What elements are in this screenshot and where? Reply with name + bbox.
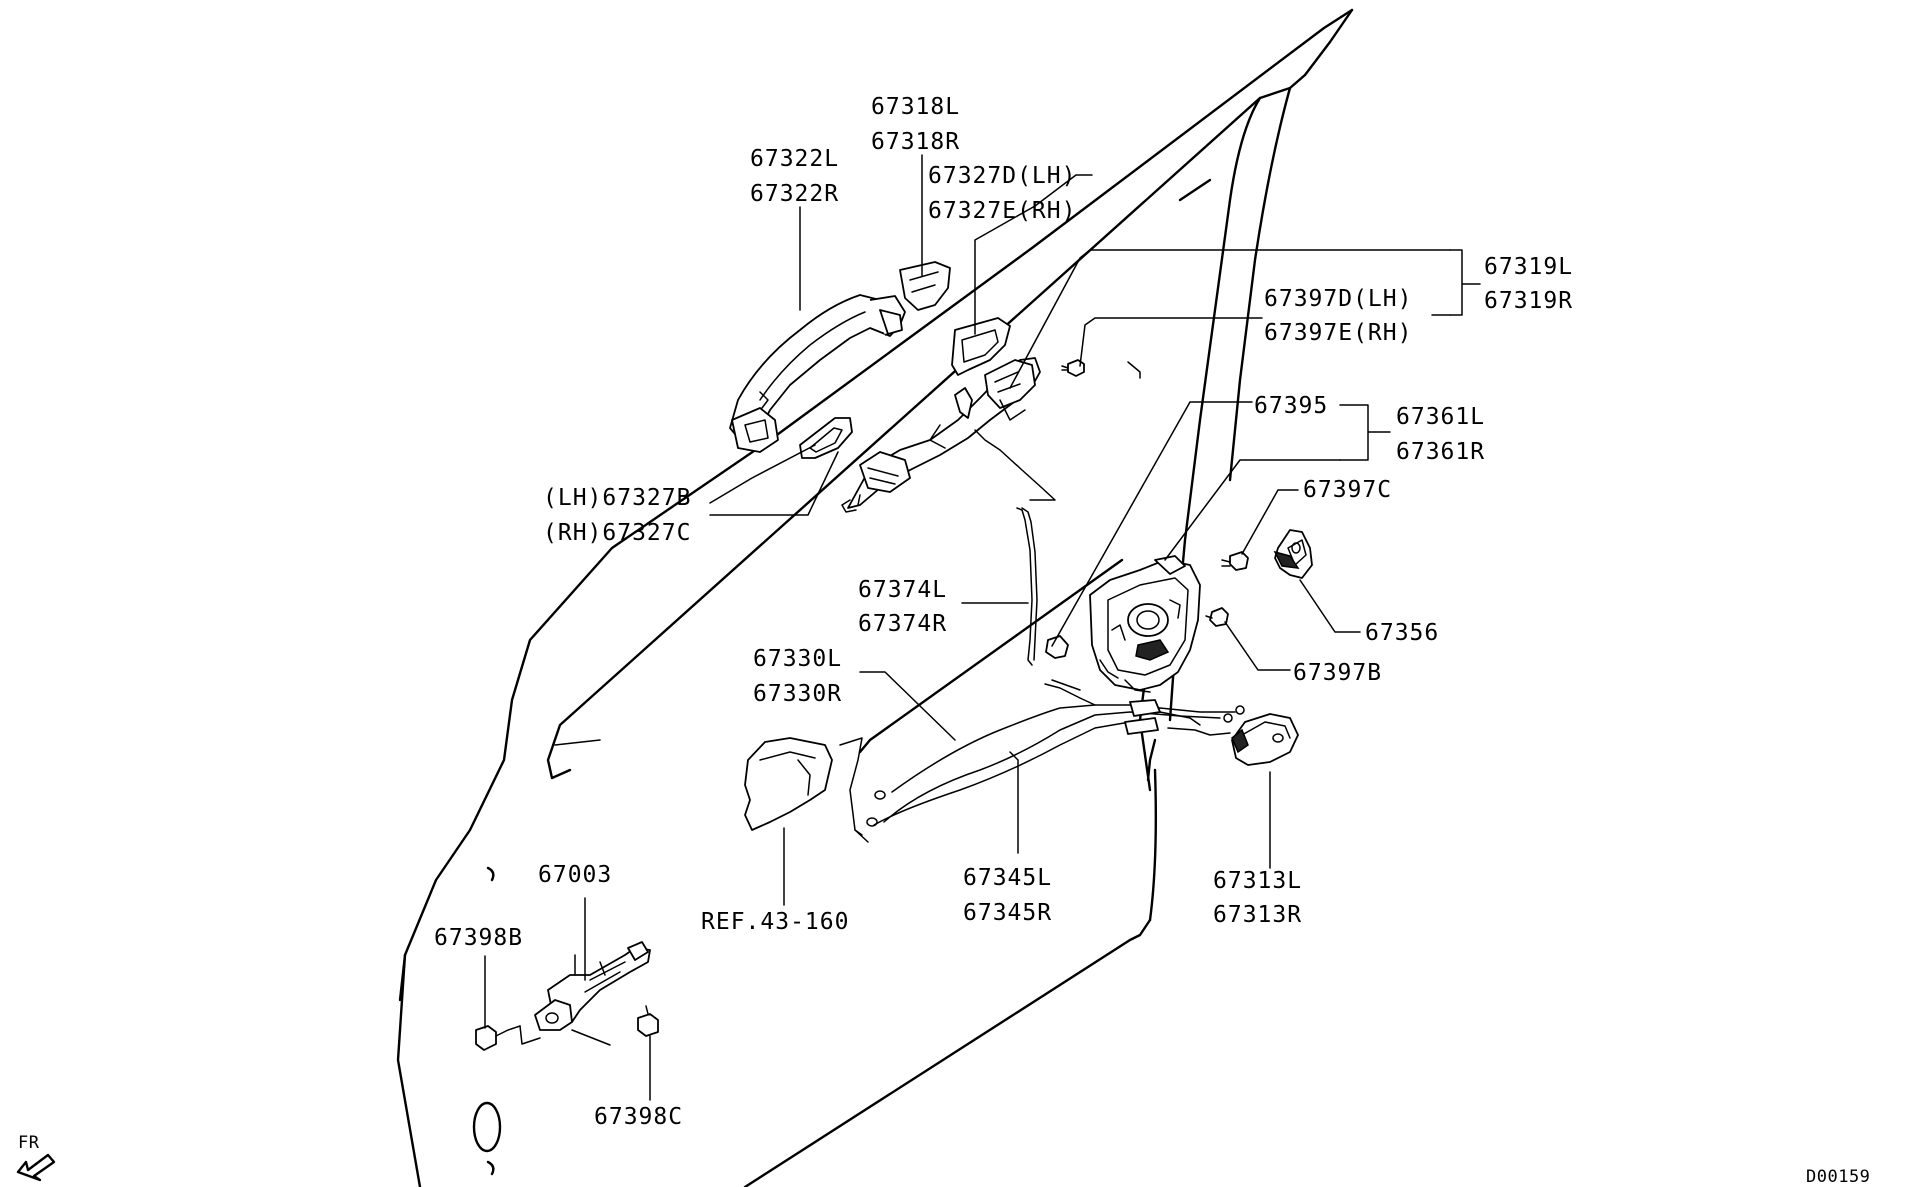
leader-lines: [484, 154, 1481, 1101]
label-67345r: 67345R: [963, 900, 1052, 926]
lock-rod-part: [974, 429, 1069, 666]
label-67319l: 67319L: [1484, 254, 1573, 280]
label-67361r: 67361R: [1396, 439, 1485, 465]
label-67374l: 67374L: [858, 577, 947, 603]
label-67356: 67356: [1365, 620, 1439, 646]
label-67397d: 67397D(LH): [1264, 286, 1412, 312]
door-holes: [472, 866, 502, 1176]
label-67327b: (LH)67327B: [543, 485, 691, 511]
lock-screws-part: [1205, 551, 1249, 627]
label-67397c: 67397C: [1303, 477, 1392, 503]
label-67395: 67395: [1254, 393, 1328, 419]
outer-handle-part: [729, 294, 906, 453]
rear-gasket-part: [951, 317, 1011, 376]
label-67397e: 67397E(RH): [1264, 320, 1412, 346]
inner-handle-part: [744, 737, 869, 843]
front-arrow-icon: [16, 1153, 56, 1182]
label-67322r: 67322R: [750, 181, 839, 207]
label-67374r: 67374R: [858, 611, 947, 637]
lock-knob-part: [1231, 713, 1299, 766]
label-67327c: (RH)67327C: [543, 520, 691, 546]
label-67398c: 67398C: [594, 1104, 683, 1130]
handle-cap-part: [899, 261, 951, 311]
label-67330l: 67330L: [753, 646, 842, 672]
handle-frame-part: [841, 357, 1041, 513]
door-panel-outline: [396, 8, 1354, 1187]
diagram-code: D00159: [1806, 1167, 1870, 1187]
lock-cover-part: [1273, 529, 1313, 579]
part-labels: 67318L 67318R 67322L 67322R 67327D(LH) 6…: [18, 94, 1870, 1187]
check-bolts-part: [475, 1005, 659, 1051]
label-fr: FR: [18, 1133, 40, 1153]
label-67322l: 67322L: [750, 146, 839, 172]
door-check-part: [534, 941, 651, 1031]
label-67313l: 67313L: [1213, 868, 1302, 894]
label-67330r: 67330R: [753, 681, 842, 707]
door-cables-part: [866, 679, 1245, 827]
label-67319r: 67319R: [1484, 288, 1573, 314]
label-67318l: 67318L: [871, 94, 960, 120]
label-67345l: 67345L: [963, 865, 1052, 891]
label-67361l: 67361L: [1396, 404, 1485, 430]
door-lock-actuator-part: [1089, 555, 1201, 693]
label-67397b: 67397B: [1293, 660, 1382, 686]
label-ref-43-160: REF.43-160: [701, 909, 849, 935]
label-67313r: 67313R: [1213, 902, 1302, 928]
label-67327d: 67327D(LH): [928, 163, 1076, 189]
label-67003: 67003: [538, 862, 612, 888]
front-gasket-part: [799, 417, 853, 459]
label-67327e: 67327E(RH): [928, 198, 1076, 224]
label-67398b: 67398B: [434, 925, 523, 951]
label-67318r: 67318R: [871, 129, 960, 155]
